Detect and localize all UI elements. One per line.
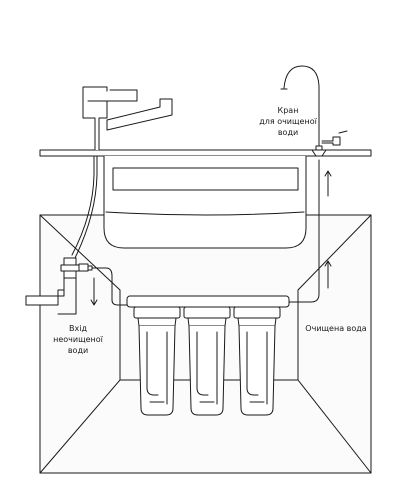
inlet-label-line-2: неочищеної [53,335,103,344]
clean-water-faucet [280,65,348,157]
faucet-label-line-3: води [277,128,299,137]
filter-housing-2 [183,306,231,416]
sink-basin [103,155,307,249]
faucet-label-line-2: для очищеної [259,117,317,126]
outlet-label-line-1: Очищена вода [305,324,367,333]
feed-tube [91,267,129,306]
faucet-label-line-1: Кран [277,106,299,115]
arrow-inlet-down [90,277,98,306]
filter-housing-1 [133,306,181,416]
untreated-water-inlet-label: Вхід неочищеної води [28,323,128,356]
filter-manifold [126,295,290,308]
mixer-faucet [82,86,173,151]
inlet-label-line-3: води [67,346,89,355]
arrow-outlet-up-lower [324,260,332,289]
clean-water-faucet-label: Кран для очищеної води [238,105,338,138]
purified-water-label: Очищена вода [295,323,377,334]
cold-water-hose [71,155,98,259]
inlet-label-line-1: Вхід [69,324,87,333]
arrow-outlet-up-upper [324,170,332,197]
filter-housing-3 [233,306,281,416]
inlet-tee-valve [25,257,93,315]
clean-water-tube [288,159,320,303]
